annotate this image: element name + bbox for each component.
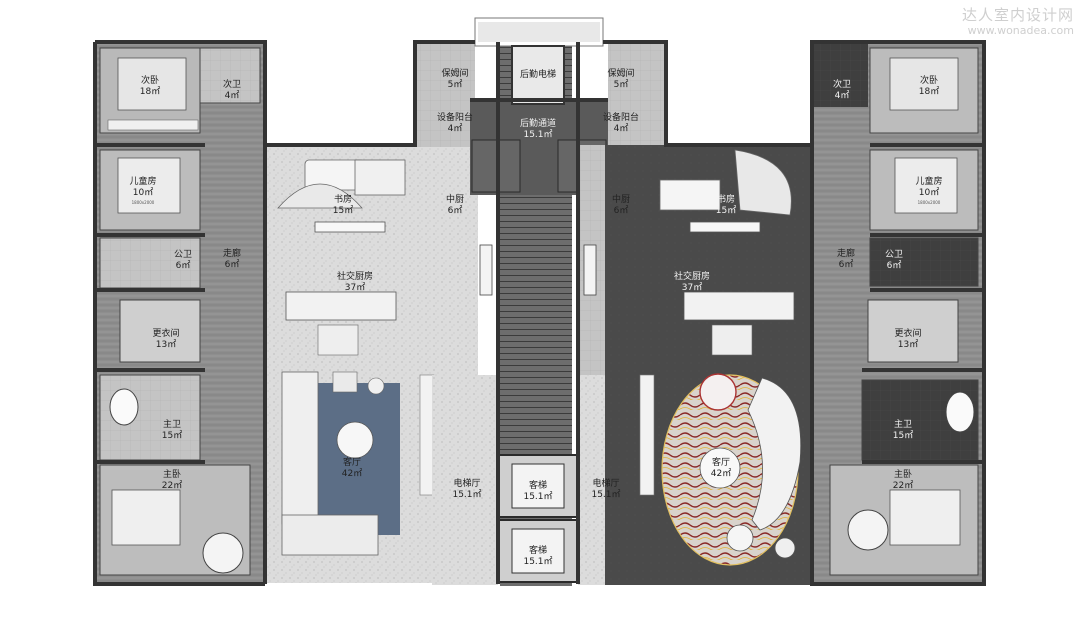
right-equip-area: 4㎡ <box>614 123 629 134</box>
left-living-label: 客厅 <box>343 456 361 468</box>
left-apartment <box>95 42 493 584</box>
service-lift-label: 后勤电梯 <box>520 68 556 80</box>
left-lobby-label: 电梯厅 <box>453 477 480 489</box>
right-master-bath-label: 主卫 <box>894 418 912 430</box>
left-kids-area: 10㎡ <box>133 187 153 198</box>
left-corridor-label: 走廊 <box>223 247 241 259</box>
left-kitchen-area: 6㎡ <box>448 205 463 216</box>
left-wc-area: 6㎡ <box>176 260 191 271</box>
left-kids-label: 儿童房 <box>129 175 156 187</box>
right-social-label: 社交厨房 <box>674 270 710 282</box>
left-nanny-label: 保姆间 <box>441 67 468 79</box>
left-living-rug <box>318 383 400 535</box>
lift2-label: 客梯 <box>529 544 547 556</box>
left-kitchen-label: 中厨 <box>446 193 464 205</box>
left-master-bath-area: 15㎡ <box>162 430 182 441</box>
left-living-area: 42㎡ <box>342 468 362 479</box>
lift1-area: 15.1㎡ <box>523 491 552 502</box>
right-kids-label: 儿童房 <box>915 175 942 187</box>
right-closet-label: 更衣间 <box>894 327 921 339</box>
right-bed2-area: 18㎡ <box>919 86 939 97</box>
right-study-area: 15㎡ <box>716 205 736 216</box>
left-nanny-area: 5㎡ <box>448 79 463 90</box>
left-equip-label: 设备阳台 <box>437 111 473 123</box>
right-bath2-label: 次卫 <box>833 78 851 90</box>
right-kids-area: 10㎡ <box>919 187 939 198</box>
left-master-bath-label: 主卫 <box>163 418 181 430</box>
right-corridor-area: 6㎡ <box>839 259 854 270</box>
right-master-area: 22㎡ <box>893 480 913 491</box>
right-equip-label: 设备阳台 <box>603 111 639 123</box>
left-closet-area: 13㎡ <box>156 339 176 350</box>
left-equip-area: 4㎡ <box>448 123 463 134</box>
right-bed2-label: 次卧 <box>920 74 938 86</box>
right-bath2-area: 4㎡ <box>835 90 850 101</box>
left-social-area: 37㎡ <box>345 282 365 293</box>
right-wc-label: 公卫 <box>885 249 903 260</box>
right-study-label: 书房 <box>717 193 735 205</box>
lift1-label: 客梯 <box>529 479 547 491</box>
watermark-url: www.wonadea.com <box>967 24 1074 37</box>
left-study-area: 15㎡ <box>333 205 353 216</box>
right-apartment <box>583 42 984 585</box>
lift2-area: 15.1㎡ <box>523 556 552 567</box>
left-study-label: 书房 <box>334 193 352 205</box>
right-social-area: 37㎡ <box>682 282 702 293</box>
left-kids-bed-size: 1800x2000 <box>132 200 155 205</box>
right-living-area: 42㎡ <box>711 468 731 479</box>
left-master-area: 22㎡ <box>162 480 182 491</box>
room-labels: 次卧 18㎡ 次卫 4㎡ 儿童房 10㎡ 1800x2000 书房 15㎡ 保姆… <box>129 67 942 567</box>
left-bath2-label: 次卫 <box>223 78 241 90</box>
left-master-label: 主卧 <box>163 468 181 480</box>
service-corridor-area: 15.1㎡ <box>523 129 552 140</box>
watermark-title: 达人室内设计网 <box>961 6 1074 24</box>
left-wc-label: 公卫 <box>174 249 192 260</box>
right-living-label: 客厅 <box>712 456 730 468</box>
right-kitchen-area: 6㎡ <box>614 205 629 216</box>
left-closet-label: 更衣间 <box>152 327 179 339</box>
right-kids-bed-size: 1800x2000 <box>918 200 941 205</box>
right-lobby-area: 15.1㎡ <box>591 489 620 500</box>
right-closet-area: 13㎡ <box>898 339 918 350</box>
right-master-bath-area: 15㎡ <box>893 430 913 441</box>
right-nanny-label: 保姆间 <box>607 67 634 79</box>
left-lobby-area: 15.1㎡ <box>452 489 481 500</box>
right-lobby-label: 电梯厅 <box>592 477 619 489</box>
left-corridor-area: 6㎡ <box>225 259 240 270</box>
left-bed2-area: 18㎡ <box>140 86 160 97</box>
right-corridor-label: 走廊 <box>837 247 855 259</box>
left-bed2-label: 次卧 <box>141 74 159 86</box>
service-corridor-label: 后勤通道 <box>520 117 556 129</box>
left-social-label: 社交厨房 <box>337 270 373 282</box>
right-wc-area: 6㎡ <box>887 260 902 271</box>
left-bath2-area: 4㎡ <box>225 90 240 101</box>
right-nanny-area: 5㎡ <box>614 79 629 90</box>
walls <box>93 40 986 586</box>
right-kitchen-label: 中厨 <box>612 193 630 205</box>
right-master-label: 主卧 <box>894 468 912 480</box>
